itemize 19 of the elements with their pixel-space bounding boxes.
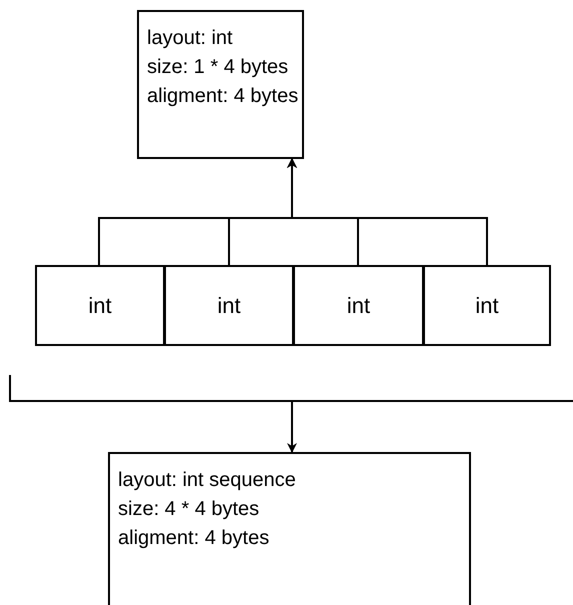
cell-label: int <box>217 292 241 318</box>
cell-label: int <box>346 292 370 318</box>
cell-box <box>164 265 294 346</box>
cell-label: int <box>88 292 112 318</box>
cell-label: int <box>475 292 499 318</box>
info-text: size: 1 * 4 bytes <box>147 55 290 80</box>
cell-box <box>293 265 424 346</box>
info-box <box>108 452 471 605</box>
info-text: aligment: 4 bytes <box>147 84 300 109</box>
bracket <box>9 375 573 402</box>
info-box <box>137 10 304 159</box>
info-text: layout: int sequence <box>118 468 297 493</box>
info-text: size: 4 * 4 bytes <box>118 497 260 522</box>
info-text: layout: int <box>147 26 234 51</box>
info-text: aligment: 4 bytes <box>118 526 270 551</box>
cell-box <box>35 265 165 346</box>
arrow <box>287 402 297 453</box>
arrow <box>287 158 488 265</box>
cell-box <box>423 265 551 346</box>
